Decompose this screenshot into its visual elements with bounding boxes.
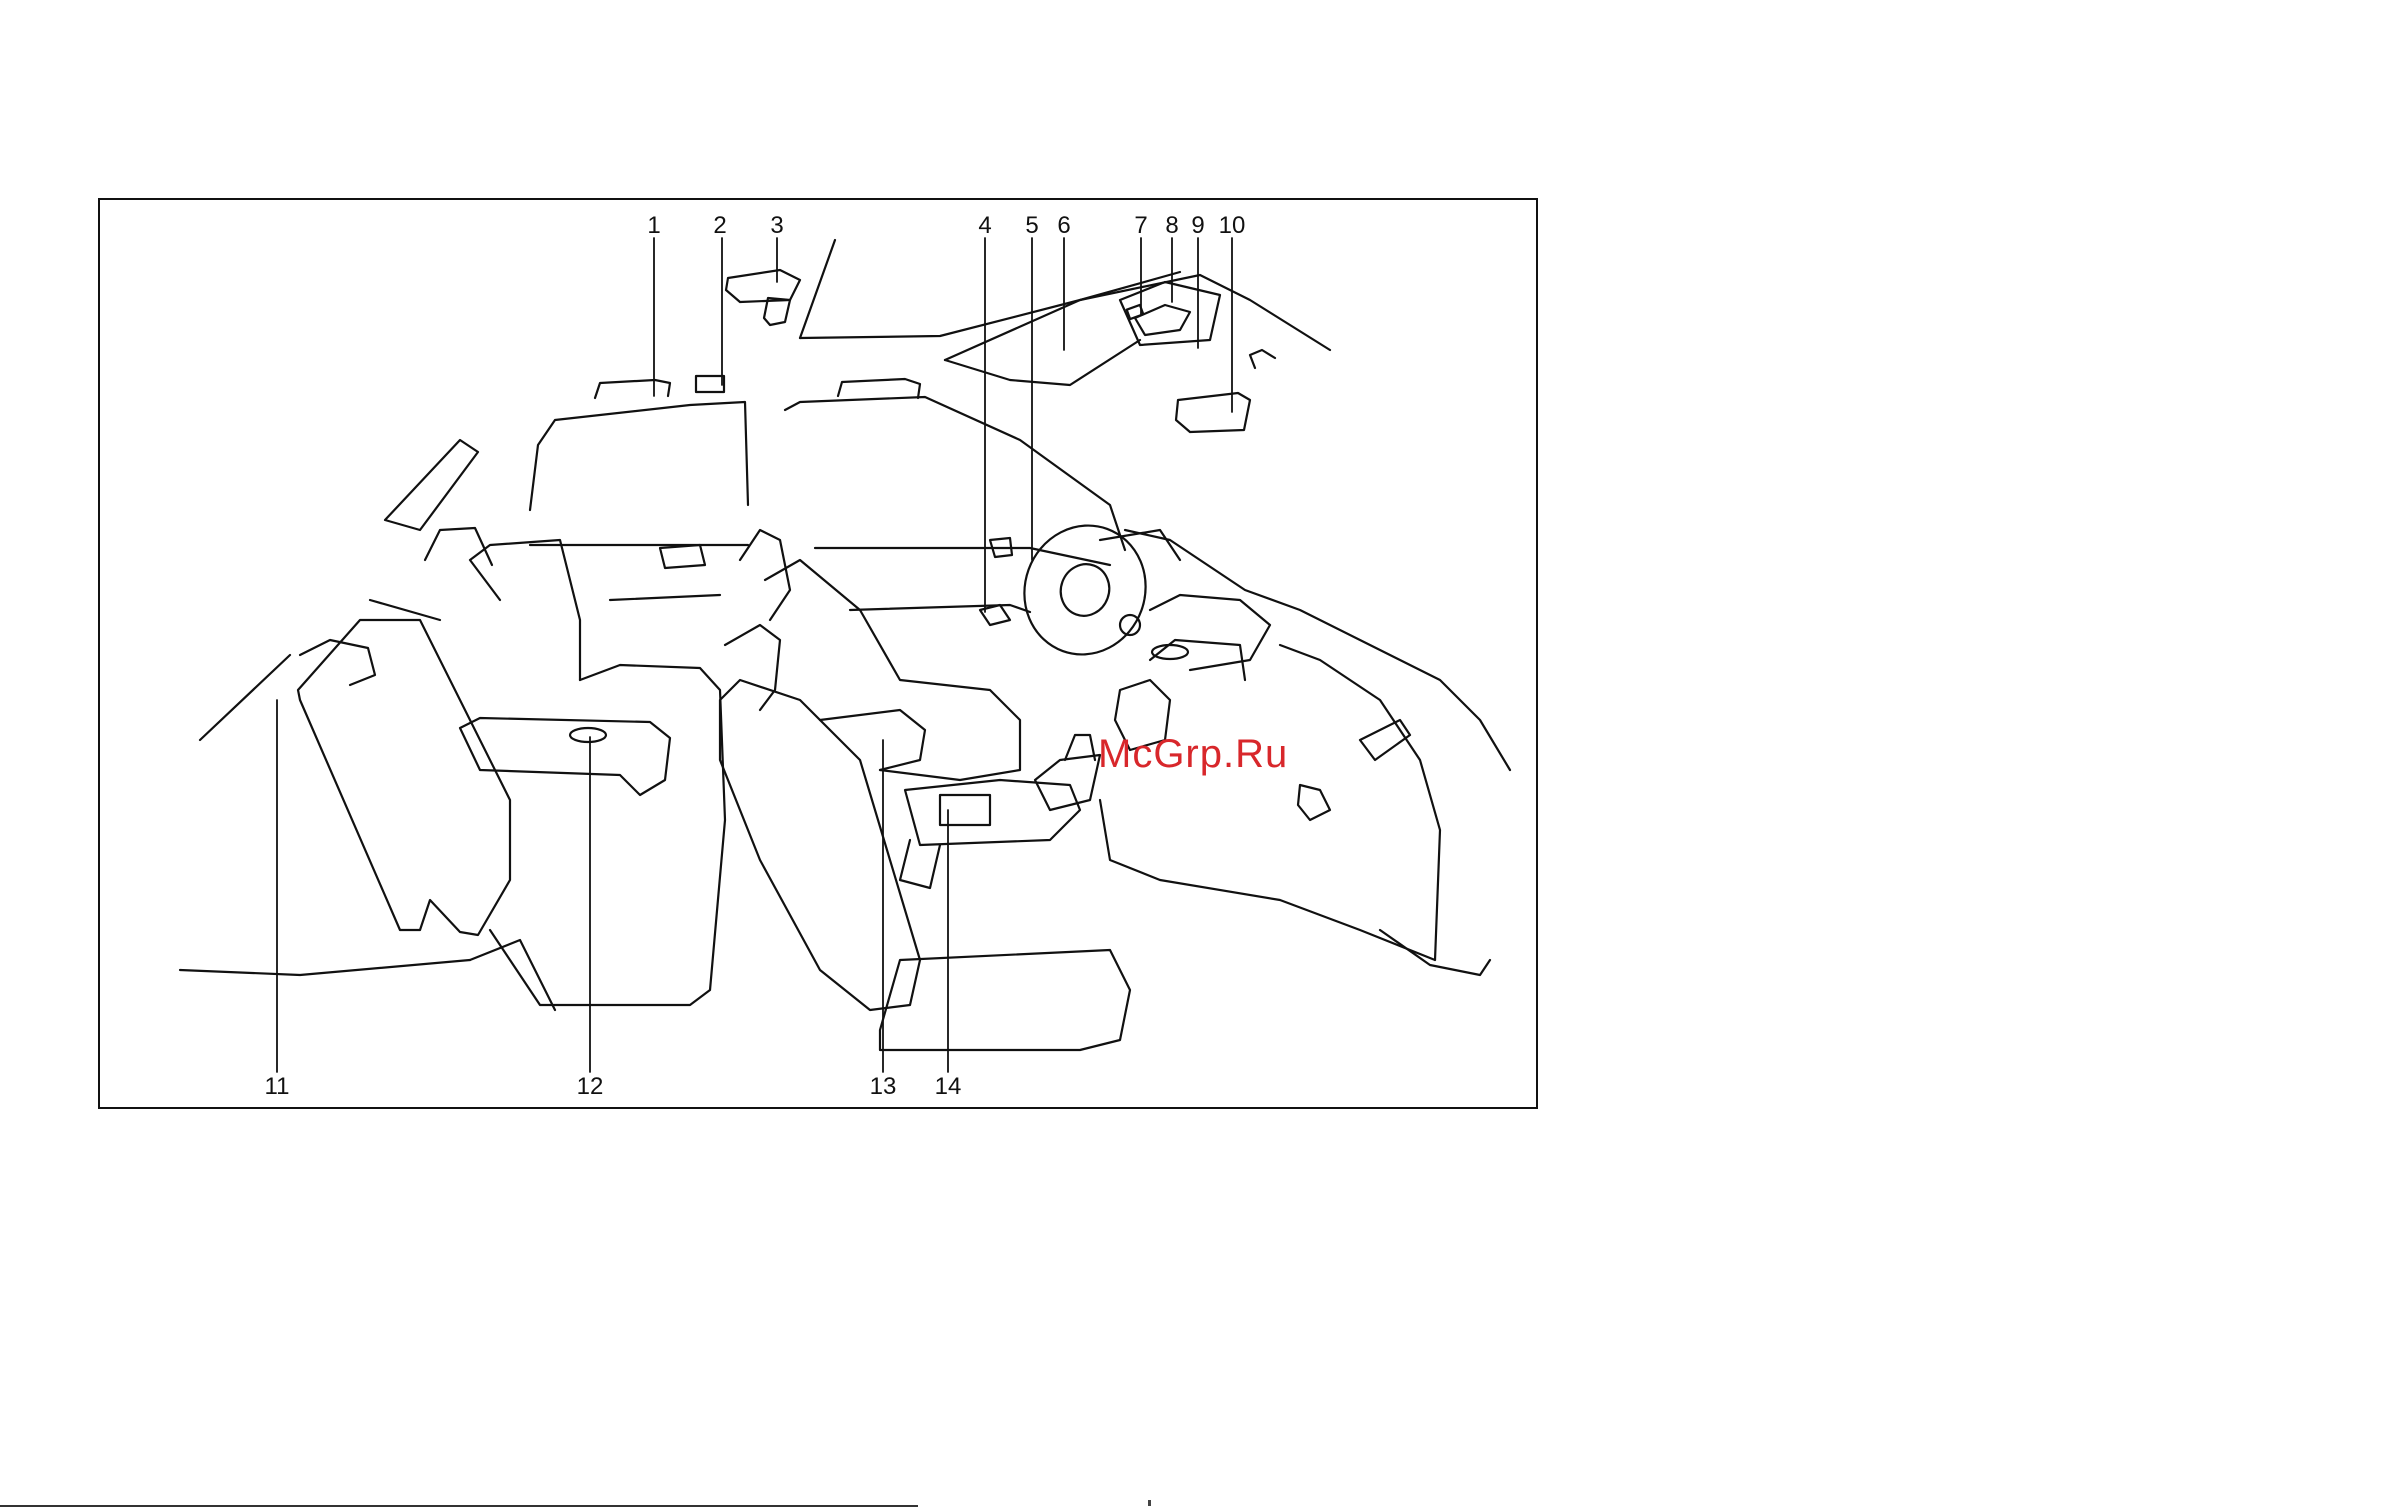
folded-seatback [180,600,510,975]
callout-5: 5 [1025,214,1038,238]
callout-12: 12 [577,1075,604,1099]
callout-9: 9 [1191,214,1204,238]
callout-11: 11 [265,1075,290,1099]
roof-liner [800,240,1330,385]
overhead-console [1120,282,1220,345]
side-windows [530,397,1125,565]
grab-handles [595,376,920,398]
callout-3: 3 [770,214,783,238]
callout-7: 7 [1134,214,1147,238]
footer-mark [1148,1500,1151,1506]
front-door-panel [610,538,1030,625]
callout-13: 13 [870,1075,897,1099]
callout-1: 1 [647,214,660,238]
footer-rule [0,1505,918,1507]
center-console [900,735,1100,888]
callout-2: 2 [713,214,726,238]
rear-seat [385,440,725,1010]
watermark-text: McGrp.Ru [1098,734,1288,774]
callout-6: 6 [1057,214,1070,238]
rear-armrest [460,718,670,795]
callout-4: 4 [978,214,991,238]
driver-seat [740,530,1020,780]
callout-10: 10 [1219,214,1246,238]
front-passenger-seat [720,625,1130,1050]
callout-14: 14 [935,1075,962,1099]
map-light [726,270,800,325]
callout-8: 8 [1165,214,1178,238]
rearview-mirror [1176,350,1275,432]
